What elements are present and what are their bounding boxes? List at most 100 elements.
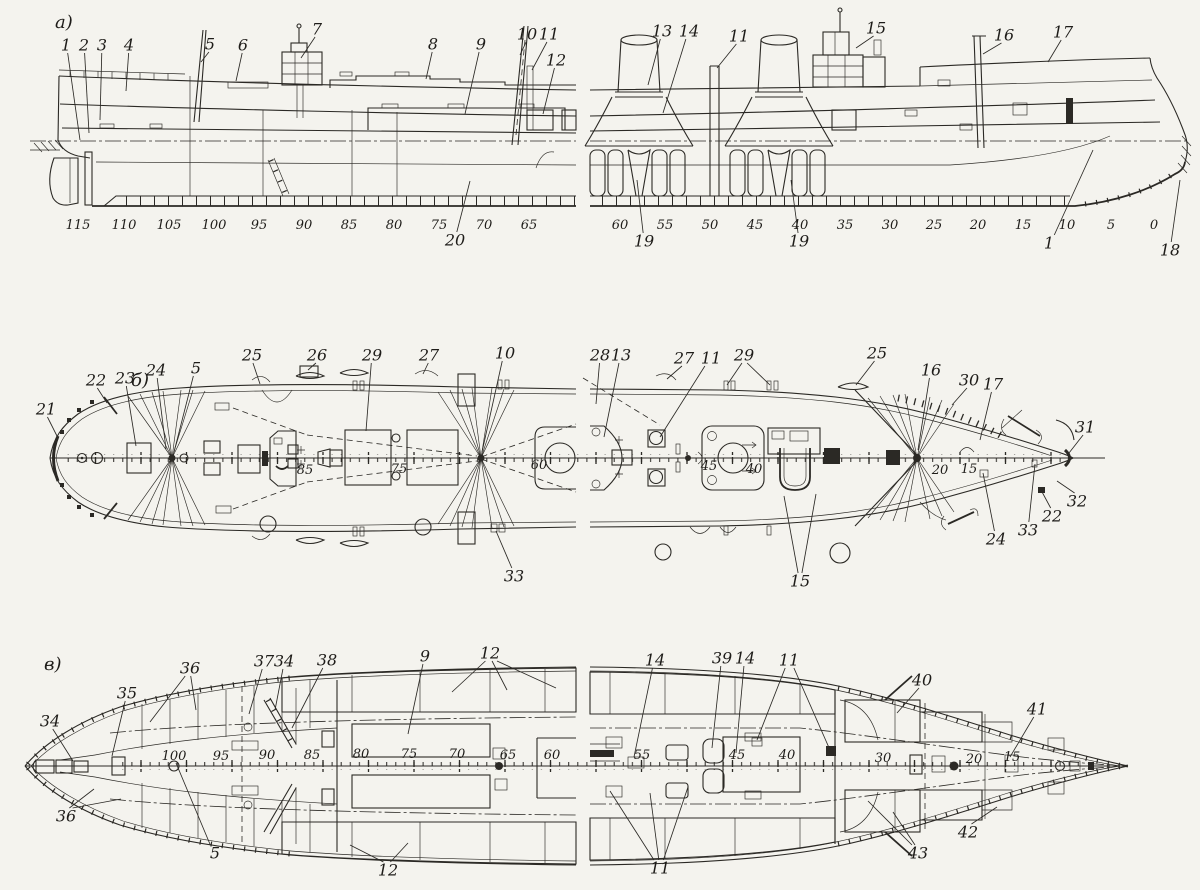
callout-label-37: 37 xyxy=(254,652,275,671)
frame-number-15: 15 xyxy=(1015,218,1032,233)
callout-label-38: 38 xyxy=(317,651,337,670)
callout-label-25: 25 xyxy=(241,346,262,365)
callout-label-3: 3 xyxy=(97,36,107,55)
upper-deck-plan-view: 2122232452526292710332813271129251630173… xyxy=(35,344,1105,591)
callout-label-30: 30 xyxy=(959,371,979,390)
aft-mast-shrouds xyxy=(127,389,206,527)
callout-label-22: 22 xyxy=(1041,507,1062,526)
leader-line xyxy=(603,362,620,438)
leader-line xyxy=(855,360,875,386)
leader-line xyxy=(542,67,555,115)
frame-number-105: 105 xyxy=(157,218,182,233)
conning-tower-structure xyxy=(812,7,886,131)
leader-line xyxy=(235,52,243,82)
leader-line xyxy=(636,179,644,234)
leader-line xyxy=(111,700,126,757)
callout-label-33: 33 xyxy=(504,567,524,586)
boiler-room-plan xyxy=(590,732,836,800)
callout-label-29: 29 xyxy=(361,346,382,365)
leader-line xyxy=(390,842,409,863)
leader-line xyxy=(971,806,998,825)
leader-line xyxy=(917,377,930,451)
frame-number-20: 20 xyxy=(969,218,987,233)
leader-line xyxy=(735,665,745,754)
funnel-2 xyxy=(724,34,834,147)
leader-line xyxy=(896,687,920,714)
leader-line xyxy=(1028,463,1036,523)
leader-line xyxy=(125,52,130,92)
callout-label-9: 9 xyxy=(476,35,486,54)
frame-number-80: 80 xyxy=(386,218,403,233)
leader-line xyxy=(491,660,508,691)
leader-line xyxy=(855,35,874,49)
leader-line xyxy=(274,668,284,711)
frame-number-5: 5 xyxy=(1107,218,1115,233)
callout-label-27: 27 xyxy=(418,346,440,365)
leader-line xyxy=(519,41,527,56)
leader-line xyxy=(982,472,995,532)
view-v-label: в) xyxy=(44,654,62,675)
callout-label-26: 26 xyxy=(306,346,327,365)
leader-line xyxy=(464,51,480,115)
leader-line xyxy=(756,667,786,741)
frame-number-95: 95 xyxy=(251,218,268,233)
frame-number-0: 0 xyxy=(1150,218,1158,233)
callout-label-27: 27 xyxy=(673,349,695,368)
leader-line xyxy=(867,800,913,846)
callout-label-12: 12 xyxy=(546,51,566,70)
callout-label-29: 29 xyxy=(733,346,754,365)
callout-label-21: 21 xyxy=(35,400,56,419)
leader-line xyxy=(175,762,211,846)
callout-label-19: 19 xyxy=(789,232,809,251)
frame-number-90: 90 xyxy=(259,748,276,763)
frame-number-55: 55 xyxy=(634,748,651,763)
leader-line xyxy=(156,377,167,450)
frame-number-55: 55 xyxy=(657,218,674,233)
engine-rooms xyxy=(321,723,576,809)
frame-number-95: 95 xyxy=(213,749,230,764)
callout-label-41: 41 xyxy=(1026,700,1047,719)
callout-label-1: 1 xyxy=(61,36,71,55)
callout-label-8: 8 xyxy=(428,35,438,54)
leader-line xyxy=(72,798,122,809)
leader-line xyxy=(1170,179,1181,243)
callout-label-24: 24 xyxy=(145,361,166,380)
frame-number-30: 30 xyxy=(882,218,899,233)
frame-number-75: 75 xyxy=(431,218,448,233)
callout-label-20: 20 xyxy=(444,231,465,250)
frame-number-20: 20 xyxy=(965,752,983,767)
frame-number-35: 35 xyxy=(837,218,854,233)
mainmast-mid xyxy=(511,25,555,169)
callout-label-10: 10 xyxy=(517,25,537,44)
callout-label-4: 4 xyxy=(123,36,134,55)
leader-line xyxy=(99,52,103,121)
deck-outline-fwd xyxy=(589,388,1074,528)
leader-line xyxy=(726,362,743,386)
leader-line xyxy=(649,792,660,861)
frame-number-75: 75 xyxy=(401,747,418,762)
hull-profile-fwd xyxy=(589,57,1192,207)
view-a-label: а) xyxy=(55,12,73,33)
frame-number-40: 40 xyxy=(791,218,809,233)
leader-line xyxy=(84,52,90,134)
leader-line xyxy=(716,43,737,69)
bridge-deckhouse-plan xyxy=(203,389,343,487)
leader-line xyxy=(149,675,186,723)
leader-line xyxy=(633,667,653,758)
frame-number-110: 110 xyxy=(112,218,137,233)
frame-number-75: 75 xyxy=(391,462,408,477)
callout-label-22: 22 xyxy=(85,371,106,390)
leader-line xyxy=(666,365,683,380)
leader-line xyxy=(659,365,706,438)
callout-label-32: 32 xyxy=(1067,492,1087,511)
leader-line xyxy=(979,391,992,441)
callout-label-39: 39 xyxy=(712,649,732,668)
leader-line xyxy=(248,668,263,715)
callout-label-31: 31 xyxy=(1075,418,1095,437)
callout-label-15: 15 xyxy=(790,572,810,591)
